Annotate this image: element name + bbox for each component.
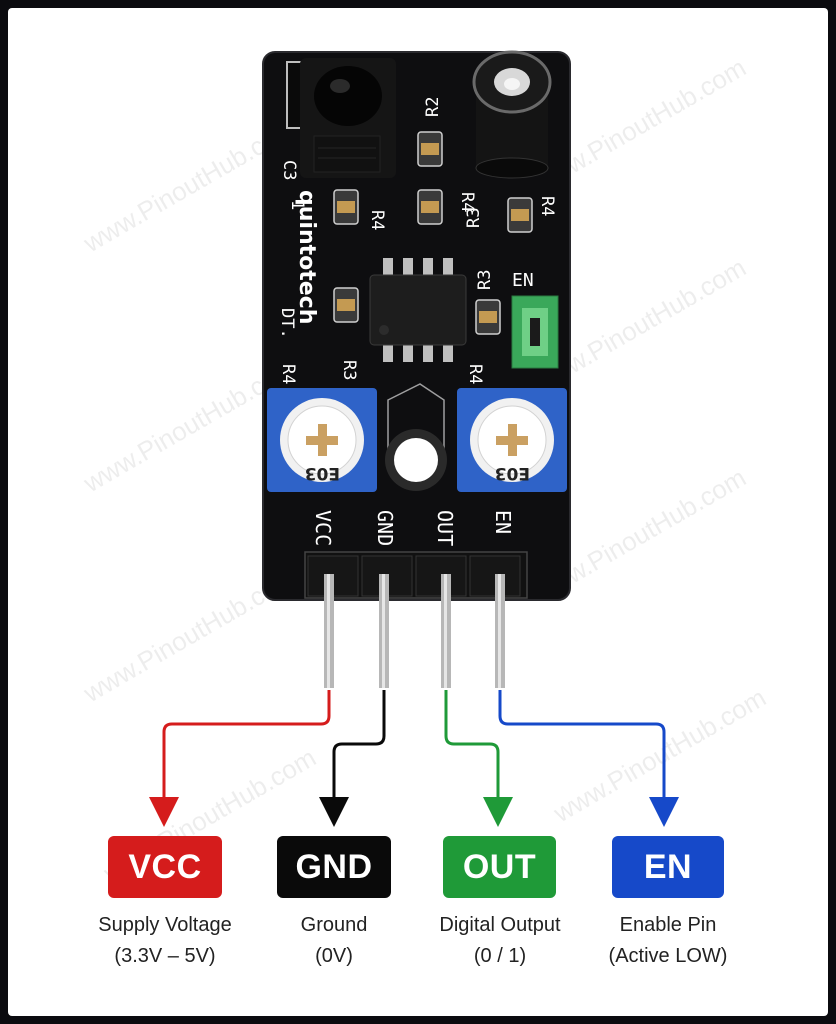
pin-desc-gnd: Ground (0V) bbox=[234, 910, 434, 972]
header-label-out: OUT bbox=[433, 510, 457, 546]
label-r3: R3 bbox=[475, 270, 495, 290]
label-c3: C3 bbox=[279, 160, 299, 180]
label-r3: R3 bbox=[464, 208, 484, 228]
pot-label: E03 bbox=[495, 463, 530, 483]
header-label-en: EN bbox=[491, 510, 515, 534]
pin-desc-line1: Supply Voltage bbox=[98, 914, 232, 936]
en-jumper bbox=[511, 295, 559, 369]
pin-desc-out: Digital Output (0 / 1) bbox=[400, 910, 600, 972]
arrow-out bbox=[444, 690, 513, 827]
pin-desc-line2: (0 / 1) bbox=[473, 945, 527, 967]
arrow-vcc bbox=[149, 690, 331, 827]
header-pins bbox=[324, 574, 505, 688]
header-label-vcc: VCC bbox=[311, 510, 335, 546]
pin-box-out: OUT bbox=[443, 836, 556, 898]
pin-box-vcc: VCC bbox=[108, 836, 222, 898]
pin-desc-line2: (0V) bbox=[315, 945, 353, 967]
potentiometer-left bbox=[267, 388, 377, 492]
arrow-en bbox=[498, 690, 679, 827]
brand-logo: quintotech bbox=[294, 190, 319, 324]
pot-label: E03 bbox=[305, 463, 340, 483]
label-1: 1 bbox=[287, 200, 307, 210]
pin-header bbox=[304, 551, 528, 599]
arrow-gnd bbox=[319, 690, 386, 827]
label-r4: R4 bbox=[465, 364, 485, 384]
ir-led bbox=[472, 50, 552, 179]
label-en: EN bbox=[512, 270, 534, 291]
ic-chip bbox=[369, 258, 467, 362]
pin-desc-line2: (3.3V – 5V) bbox=[114, 945, 216, 967]
label-r4: R4 bbox=[367, 210, 387, 230]
pin-desc-line1: Digital Output bbox=[439, 914, 561, 936]
label-dt: DT. bbox=[277, 308, 297, 339]
label-r3: R3 bbox=[339, 360, 359, 380]
pin-desc-line1: Ground bbox=[300, 914, 368, 936]
label-r4: R4 bbox=[537, 196, 557, 216]
pin-desc-line2: (Active LOW) bbox=[608, 945, 728, 967]
pin-desc-vcc: Supply Voltage (3.3V – 5V) bbox=[65, 910, 265, 972]
label-r2: R2 bbox=[423, 97, 443, 117]
potentiometer-right bbox=[457, 388, 567, 492]
label-r4: R4 bbox=[457, 192, 477, 212]
header-label-gnd: GND bbox=[373, 510, 397, 546]
label-r4: R4 bbox=[278, 364, 298, 384]
pin-desc-en: Enable Pin (Active LOW) bbox=[568, 910, 768, 972]
mounting-hole bbox=[385, 383, 447, 491]
pin-desc-line1: Enable Pin bbox=[619, 914, 717, 936]
ir-receiver bbox=[286, 58, 396, 178]
pin-box-gnd: GND bbox=[277, 836, 391, 898]
pin-box-en: EN bbox=[612, 836, 724, 898]
